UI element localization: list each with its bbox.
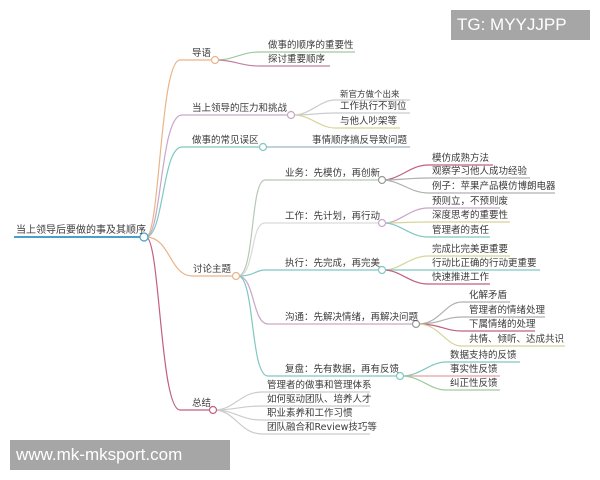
mindmap-root[interactable]: 当上领导后要做的事及其顺序	[16, 225, 146, 236]
branch-summary[interactable]: 总结	[192, 398, 212, 409]
topic-work[interactable]: 工作：先计划，再行动	[285, 211, 381, 222]
leaf-business-2[interactable]: 观察学习他人成功经验	[432, 166, 528, 177]
topic-review[interactable]: 复盘：先有数据，再有反馈	[285, 364, 400, 375]
node-intro-1[interactable]: 做事的顺序的重要性	[268, 40, 354, 51]
leaf-business-1[interactable]: 模仿成熟方法	[432, 153, 490, 164]
leaf-review-1[interactable]: 数据支持的反馈	[450, 350, 517, 361]
node-misconception-1[interactable]: 事情顺序搞反导致问题	[312, 135, 408, 146]
leaf-review-2[interactable]: 事实性反馈	[450, 364, 498, 375]
branch-intro[interactable]: 导语	[192, 48, 212, 59]
leaf-communication-4[interactable]: 共情、倾听、达成共识	[469, 334, 565, 345]
node-pressure-1[interactable]: 新官方做个出来	[340, 90, 400, 100]
leaf-work-3[interactable]: 管理者的责任	[432, 225, 490, 236]
leaf-execution-3[interactable]: 快速推进工作	[432, 272, 490, 283]
leaf-execution-1[interactable]: 完成比完美更重要	[432, 244, 509, 255]
watermark-telegram: TG: MYYJJPP	[451, 10, 590, 40]
node-pressure-3[interactable]: 与他人吵架等	[340, 116, 398, 127]
leaf-work-2[interactable]: 深度思考的重要性	[432, 210, 509, 221]
node-summary-3[interactable]: 职业素养和工作习惯	[267, 408, 353, 419]
topic-business[interactable]: 业务：先模仿，再创新	[285, 168, 381, 179]
node-pressure-2[interactable]: 工作执行不到位	[340, 101, 407, 112]
leaf-communication-1[interactable]: 化解矛盾	[469, 290, 508, 301]
leaf-execution-2[interactable]: 行动比正确的行动更重要	[432, 258, 537, 269]
leaf-work-1[interactable]: 预则立，不预则废	[432, 196, 509, 207]
topic-execution[interactable]: 执行：先完成，再完美	[285, 258, 381, 269]
leaf-business-3[interactable]: 例子：苹果产品模仿博朗电器	[432, 181, 556, 192]
watermark-url: www.mk-mksport.com	[10, 440, 230, 470]
node-summary-1[interactable]: 管理者的做事和管理体系	[267, 380, 372, 391]
branch-misconceptions[interactable]: 做事的常见误区	[192, 135, 259, 146]
branch-topics[interactable]: 讨论主题	[193, 264, 232, 275]
node-intro-2[interactable]: 探讨重要顺序	[268, 54, 326, 65]
leaf-review-3[interactable]: 纠正性反馈	[450, 378, 498, 389]
leaf-communication-2[interactable]: 管理者的情绪处理	[469, 305, 546, 316]
topic-communication[interactable]: 沟通：先解决情绪，再解决问题	[285, 312, 419, 323]
node-summary-2[interactable]: 如何驱动团队、培养人才	[267, 394, 372, 405]
node-summary-4[interactable]: 团队融合和Review技巧等	[267, 422, 377, 433]
branch-pressure[interactable]: 当上领导的压力和挑战	[192, 103, 288, 114]
leaf-communication-3[interactable]: 下属情绪的处理	[469, 319, 536, 330]
